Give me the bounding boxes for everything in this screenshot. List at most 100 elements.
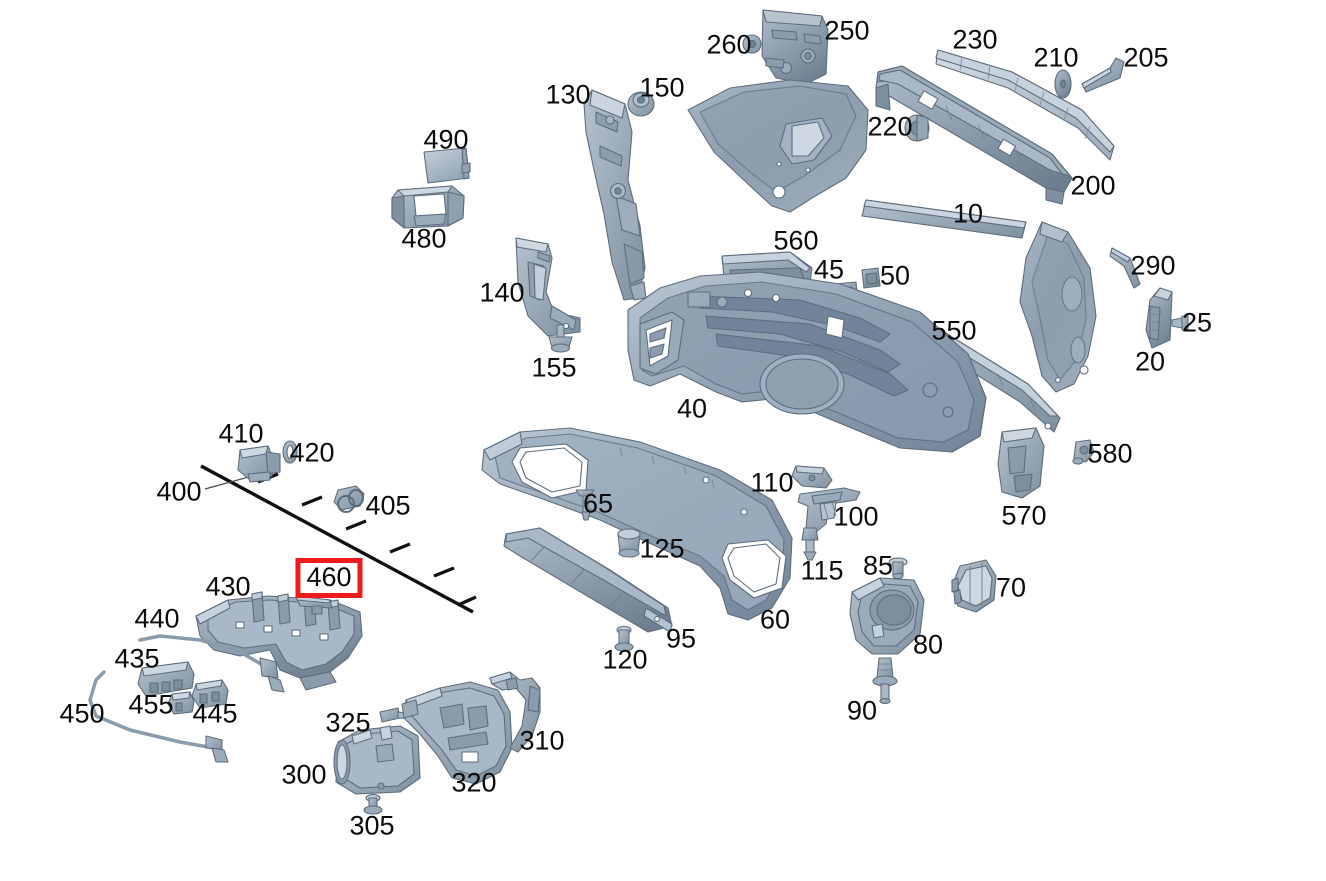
part-210-shape: [1054, 69, 1072, 99]
part-320-shape: [401, 681, 513, 785]
part-125-shape: [617, 528, 641, 558]
part-label-445[interactable]: 445: [192, 698, 238, 729]
part-120-shape: [614, 625, 634, 652]
part-115-shape: [801, 527, 819, 561]
part-450-connector: [205, 735, 229, 763]
part-label-130[interactable]: 130: [545, 79, 591, 110]
part-205-shape: [1081, 57, 1125, 93]
part-150-shape: [627, 91, 655, 117]
part-label-480[interactable]: 480: [401, 223, 447, 254]
part-10b-shape: [1019, 221, 1097, 393]
part-300-shape: [333, 725, 421, 795]
part-200-shape: [875, 65, 1073, 205]
part-label-300[interactable]: 300: [281, 759, 327, 790]
part-label-20[interactable]: 20: [1134, 346, 1166, 377]
part-220-shape: [904, 114, 930, 142]
part-label-310[interactable]: 310: [519, 725, 565, 756]
part-580-shape: [1072, 439, 1095, 465]
part-label-100[interactable]: 100: [833, 501, 879, 532]
part-410-shape: [237, 445, 281, 483]
part-85-shape: [888, 557, 908, 580]
part-100-shape: [797, 487, 861, 533]
part-label-120[interactable]: 120: [602, 644, 648, 675]
part-10-connector: [861, 199, 1027, 239]
part-label-325[interactable]: 325: [325, 707, 371, 738]
part-label-410[interactable]: 410: [218, 418, 264, 449]
part-230-shape: [935, 49, 1115, 161]
part-310-shape: [489, 671, 541, 753]
part-label-200[interactable]: 200: [1070, 170, 1116, 201]
part-label-405[interactable]: 405: [365, 490, 411, 521]
part-label-125[interactable]: 125: [639, 533, 685, 564]
part-label-95[interactable]: 95: [665, 623, 697, 654]
part-label-10[interactable]: 10: [952, 198, 984, 229]
part-90-shape: [872, 657, 898, 704]
part-420-shape: [282, 440, 298, 464]
part-70-shape: [951, 559, 997, 613]
part-305-shape: [363, 794, 383, 815]
part-445-shape: [191, 679, 229, 709]
part-label-305[interactable]: 305: [349, 810, 395, 841]
part-25-shape: [1171, 315, 1189, 331]
parts-artwork-group: [88, 9, 1189, 815]
part-label-430[interactable]: 430: [205, 571, 251, 602]
part-480-shape: [391, 185, 465, 229]
part-label-45[interactable]: 45: [813, 254, 845, 285]
part-label-110[interactable]: 110: [750, 467, 794, 498]
part-570-shape: [997, 427, 1045, 499]
part-label-450[interactable]: 450: [59, 698, 105, 729]
part-label-570[interactable]: 570: [1001, 500, 1047, 531]
part-label-560[interactable]: 560: [773, 225, 819, 256]
part-label-440[interactable]: 440: [134, 603, 180, 634]
part-label-460[interactable]: 460: [295, 558, 363, 598]
part-label-80[interactable]: 80: [912, 629, 944, 660]
part-label-455[interactable]: 455: [128, 689, 174, 720]
part-250-shape: [761, 9, 829, 85]
part-label-220[interactable]: 220: [867, 111, 913, 142]
part-20-shape: [1145, 287, 1173, 349]
part-440-shape: [138, 634, 270, 670]
part-40-shape: [627, 271, 987, 453]
part-label-205[interactable]: 205: [1123, 42, 1169, 73]
part-label-70[interactable]: 70: [995, 572, 1027, 603]
part-440-connector: [259, 657, 285, 693]
part-label-60[interactable]: 60: [759, 604, 791, 635]
part-label-230[interactable]: 230: [952, 24, 998, 55]
part-label-260[interactable]: 260: [706, 29, 752, 60]
part-10-shape: [687, 79, 869, 213]
part-label-435[interactable]: 435: [114, 643, 160, 674]
part-label-490[interactable]: 490: [423, 124, 469, 155]
part-455-shape: [167, 691, 195, 715]
part-label-50[interactable]: 50: [879, 260, 911, 291]
part-label-40[interactable]: 40: [676, 393, 708, 424]
part-60-shape: [481, 427, 793, 621]
part-140-shape: [515, 237, 581, 337]
part-label-140[interactable]: 140: [479, 277, 525, 308]
part-label-90[interactable]: 90: [846, 695, 878, 726]
part-450-shape: [88, 670, 216, 750]
part-110-shape: [791, 465, 833, 489]
part-label-155[interactable]: 155: [531, 352, 577, 383]
part-label-580[interactable]: 580: [1087, 438, 1133, 469]
part-label-65[interactable]: 65: [582, 488, 614, 519]
part-label-320[interactable]: 320: [451, 767, 497, 798]
part-label-550[interactable]: 550: [931, 315, 977, 346]
part-65-shape: [575, 489, 595, 521]
part-430-shape: [195, 591, 363, 691]
part-label-115[interactable]: 115: [800, 555, 844, 586]
part-155-shape: [548, 324, 573, 353]
part-label-150[interactable]: 150: [639, 72, 685, 103]
part-label-250[interactable]: 250: [824, 15, 870, 46]
part-label-25[interactable]: 25: [1181, 307, 1213, 338]
part-50-shape: [861, 267, 881, 289]
part-label-210[interactable]: 210: [1033, 42, 1079, 73]
part-label-290[interactable]: 290: [1130, 250, 1176, 281]
part-label-420[interactable]: 420: [289, 437, 335, 468]
part-label-85[interactable]: 85: [862, 550, 894, 581]
part-260-shape: [742, 34, 762, 54]
part-label-400[interactable]: 400: [156, 476, 202, 507]
part-405-shape: [333, 485, 365, 513]
part-290-shape: [1109, 247, 1141, 289]
